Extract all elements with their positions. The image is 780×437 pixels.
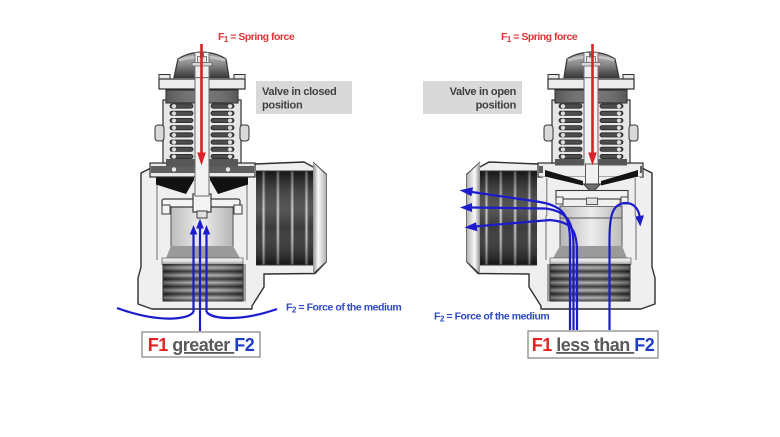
svg-text:Valve in open: Valve in open	[450, 86, 517, 98]
svg-text:Valve in closed: Valve in closed	[262, 86, 336, 98]
svg-text:F2 = Force of the medium: F2 = Force of the medium	[286, 302, 401, 315]
svg-text:position: position	[476, 100, 517, 112]
svg-text:F1 = Spring force: F1 = Spring force	[501, 31, 578, 44]
svg-text:F2 = Force of the medium: F2 = Force of the medium	[434, 311, 549, 324]
svg-text:F1 less than F2: F1 less than F2	[532, 335, 655, 355]
svg-text:F1 = Spring force: F1 = Spring force	[218, 31, 295, 44]
svg-text:F1 greater F2: F1 greater F2	[148, 335, 255, 355]
svg-text:position: position	[262, 100, 303, 112]
